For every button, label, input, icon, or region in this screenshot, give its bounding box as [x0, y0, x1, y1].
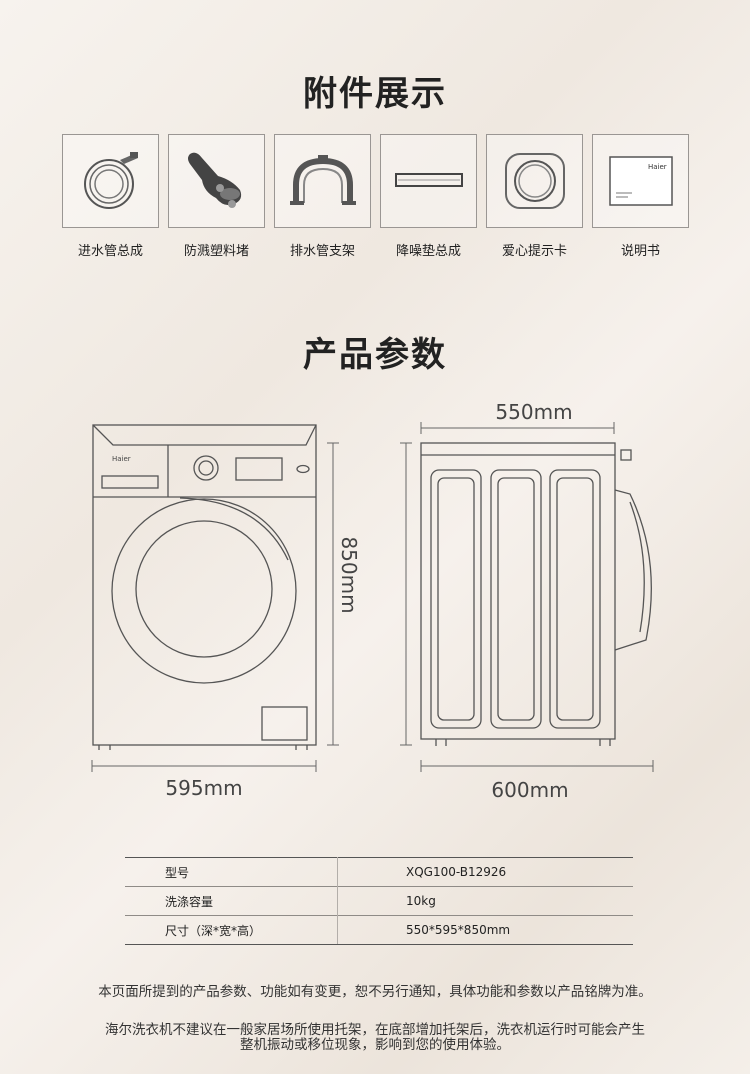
spec-value: XQG100-B12926 — [337, 857, 633, 887]
door-outer — [111, 498, 297, 684]
accessory-label: 防溅塑料堵 — [183, 244, 249, 259]
parameters-title: 产品参数 — [303, 335, 447, 375]
side-view-body — [420, 442, 616, 740]
depth-bottom-label: 600mm — [491, 778, 568, 802]
depth-top-label: 550mm — [495, 400, 572, 424]
spec-key: 型号 — [125, 857, 338, 887]
accessory-label: 降噪垫总成 — [395, 244, 461, 259]
display-panel — [235, 457, 283, 481]
inlet-hose-icon — [62, 134, 159, 228]
door-inner — [135, 520, 273, 658]
accessories-title: 附件展示 — [303, 74, 447, 114]
accessory-label: 爱心提示卡 — [501, 244, 567, 259]
filter-cover — [261, 706, 308, 741]
front-brand-logo: Haier — [112, 455, 131, 463]
spec-value: 10kg — [337, 886, 633, 916]
side-rib — [490, 469, 542, 729]
side-door-profile — [614, 489, 652, 651]
detergent-drawer — [101, 475, 159, 489]
side-rib — [549, 469, 601, 729]
table-row: 型号 XQG100-B12926 — [125, 857, 633, 887]
height-label: 850mm — [337, 536, 361, 613]
accessories-row: 进水管总成 防溅塑料堵 排水管支架 — [62, 134, 692, 264]
accessory-item: 排水管支架 — [274, 134, 371, 259]
front-view-body — [92, 424, 317, 746]
splash-plug-icon — [168, 134, 265, 228]
noise-pad-icon — [380, 134, 477, 228]
accessory-item: Haier 说明书 — [592, 134, 689, 259]
accessory-label: 说明书 — [620, 244, 660, 259]
table-row: 尺寸（深*宽*高） 550*595*850mm — [125, 915, 633, 945]
dimension-drawing: Haier 595mm 550mm 600mm 850mm — [91, 400, 654, 802]
accessory-item: 爱心提示卡 — [486, 134, 583, 259]
spec-value: 550*595*850mm — [337, 915, 633, 945]
accessory-label: 进水管总成 — [77, 244, 143, 259]
width-label: 595mm — [165, 776, 242, 800]
tip-card-icon — [486, 134, 583, 228]
accessory-item: 防溅塑料堵 — [168, 134, 265, 259]
spec-key: 尺寸（深*宽*高） — [125, 915, 338, 945]
bracket-warning-line2: 整机振动或移位现象，影响到您的使用体验。 — [240, 1037, 510, 1053]
side-knob — [620, 449, 632, 461]
manual-brand: Haier — [648, 163, 667, 171]
spec-table: 型号 XQG100-B12926 洗涤容量 10kg 尺寸（深*宽*高） 550… — [125, 857, 633, 945]
disclaimer-note: 本页面所提到的产品参数、功能如有变更，恕不另行通知，具体功能和参数以产品铭牌为准… — [98, 984, 652, 1000]
side-rib — [430, 469, 482, 729]
manual-icon: Haier — [592, 134, 689, 228]
accessory-item: 降噪垫总成 — [380, 134, 477, 259]
accessory-label: 排水管支架 — [289, 244, 355, 259]
drain-bracket-icon — [274, 134, 371, 228]
accessory-item: 进水管总成 — [62, 134, 159, 259]
bracket-warning-line1: 海尔洗衣机不建议在一般家居场所使用托架，在底部增加托架后，洗衣机运行时可能会产生 — [105, 1022, 645, 1038]
table-row: 洗涤容量 10kg — [125, 886, 633, 916]
program-knob — [193, 455, 219, 481]
spec-key: 洗涤容量 — [125, 886, 338, 916]
